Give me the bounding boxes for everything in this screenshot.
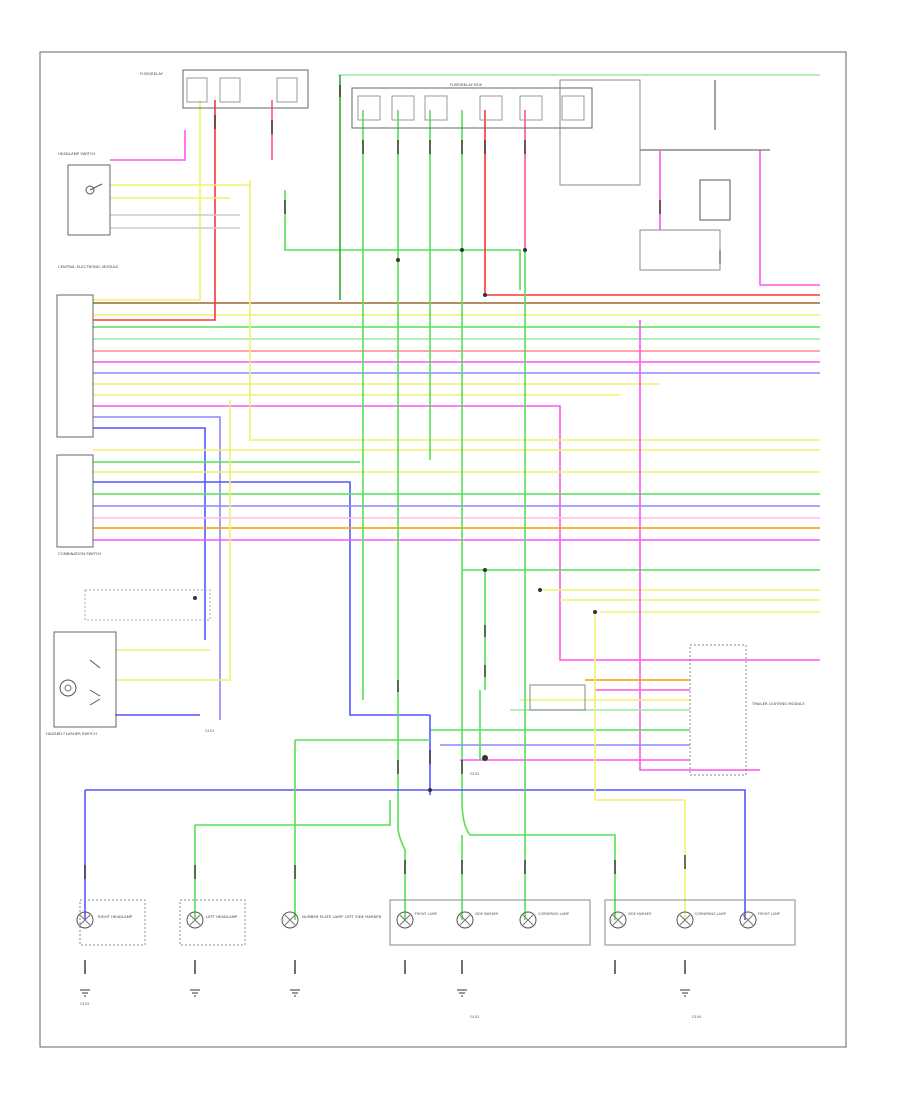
signal-module: G102 bbox=[470, 684, 586, 776]
fuse-block-left: FUSE/RELAY bbox=[140, 69, 309, 109]
combination-switch: COMBINATION SWITCH bbox=[58, 551, 211, 621]
lamp-row bbox=[79, 899, 796, 946]
lamp-right-headlamp: RIGHT HEADLAMP G103 bbox=[76, 911, 133, 1006]
control-module-label: CENTRAL ELECTRONIC MODULE bbox=[58, 264, 119, 269]
wire-v-red bbox=[484, 110, 820, 296]
lamp-label-8: CORNERING LAMP bbox=[695, 912, 726, 916]
lamp-label-2: NUMBER PLATE LAMP bbox=[302, 914, 344, 919]
fuse-block-top-label: FUSE/RELAY BOX bbox=[450, 82, 482, 87]
wire-yellow-fuse bbox=[93, 100, 201, 301]
wire-red-fuse bbox=[93, 100, 216, 321]
ground-symbols bbox=[80, 989, 690, 997]
lamp-label-9: FRONT LAMP bbox=[758, 912, 780, 916]
wires bbox=[84, 74, 820, 920]
wire-pink-switch bbox=[110, 130, 186, 161]
ground-bottom-left: G103 bbox=[80, 1002, 89, 1006]
lamp-side-marker-right: SIDE MARKER bbox=[609, 911, 652, 929]
lamp-label-5: SIDE MARKER bbox=[475, 912, 499, 916]
wire-pink-right-v bbox=[639, 320, 760, 771]
splice-points bbox=[193, 248, 597, 792]
headlamp-switch-label: HEADLAMP SWITCH bbox=[58, 151, 95, 156]
lamp-left-side-marker: LEFT SIDE MARKER bbox=[345, 914, 382, 919]
wire-bus-17 bbox=[93, 481, 430, 716]
lamp-label-1: LEFT HEADLAMP bbox=[206, 914, 238, 919]
wire-pink-relay2 bbox=[759, 150, 820, 286]
fuse-block-top: FUSE/RELAY BOX bbox=[351, 82, 593, 129]
hazard-switch-label: HAZARD FLASHER SWITCH bbox=[46, 731, 97, 736]
wire-green-low-2 bbox=[195, 800, 391, 826]
wire-yellow-low-3 bbox=[115, 400, 231, 681]
wire-bus-13 bbox=[249, 180, 820, 441]
lamp-left-headlamp: LEFT HEADLAMP bbox=[186, 911, 238, 929]
wire-green-low-4 bbox=[461, 799, 616, 920]
wire-green-switch bbox=[284, 190, 521, 290]
lamp-side-marker-left: SIDE MARKER bbox=[456, 911, 499, 929]
wire-bus-10 bbox=[93, 405, 820, 661]
lamp-number-plate: NUMBER PLATE LAMP bbox=[281, 911, 344, 929]
wire-bus-11 bbox=[93, 416, 221, 720]
combination-switch-label: COMBINATION SWITCH bbox=[58, 551, 101, 556]
control-module: CENTRAL ELECTRONIC MODULE bbox=[56, 264, 119, 548]
fuse-block-left-label: FUSE/RELAY bbox=[140, 71, 164, 76]
lamp-cornering-left: CORNERING LAMP bbox=[519, 911, 569, 929]
lamp-label-4: FRONT LAMP bbox=[415, 912, 437, 916]
lamp-front-left: FRONT LAMP bbox=[396, 911, 437, 929]
wire-bus-12 bbox=[93, 427, 206, 640]
relay-top-right bbox=[559, 79, 731, 271]
lamp-label-0: RIGHT HEADLAMP bbox=[98, 914, 133, 919]
lamp-front-right: FRONT LAMP bbox=[739, 911, 780, 929]
trailer-module: TRAILER LIGHTING MODULE bbox=[689, 644, 805, 776]
lamp-label-7: SIDE MARKER bbox=[628, 912, 652, 916]
connector-pins bbox=[84, 85, 721, 974]
lamp-label-6: CORNERING LAMP bbox=[538, 912, 569, 916]
lamp-cornering-right: CORNERING LAMP bbox=[676, 911, 726, 929]
ground-left-label: G101 bbox=[205, 729, 214, 733]
wire-green-low-3 bbox=[397, 829, 406, 920]
wire-blue-main bbox=[85, 789, 746, 920]
lamp-label-3: LEFT SIDE MARKER bbox=[345, 914, 382, 919]
diagram-frame bbox=[39, 51, 847, 1048]
hazard-switch: HAZARD FLASHER SWITCH G101 bbox=[46, 631, 214, 736]
ground-bottom-center: G102 bbox=[470, 1015, 479, 1019]
ground-bottom-right: G104 bbox=[692, 1015, 701, 1019]
headlamp-switch: HEADLAMP SWITCH bbox=[58, 151, 111, 236]
trailer-module-label: TRAILER LIGHTING MODULE bbox=[751, 701, 805, 706]
ground-center-label: G102 bbox=[470, 772, 479, 776]
